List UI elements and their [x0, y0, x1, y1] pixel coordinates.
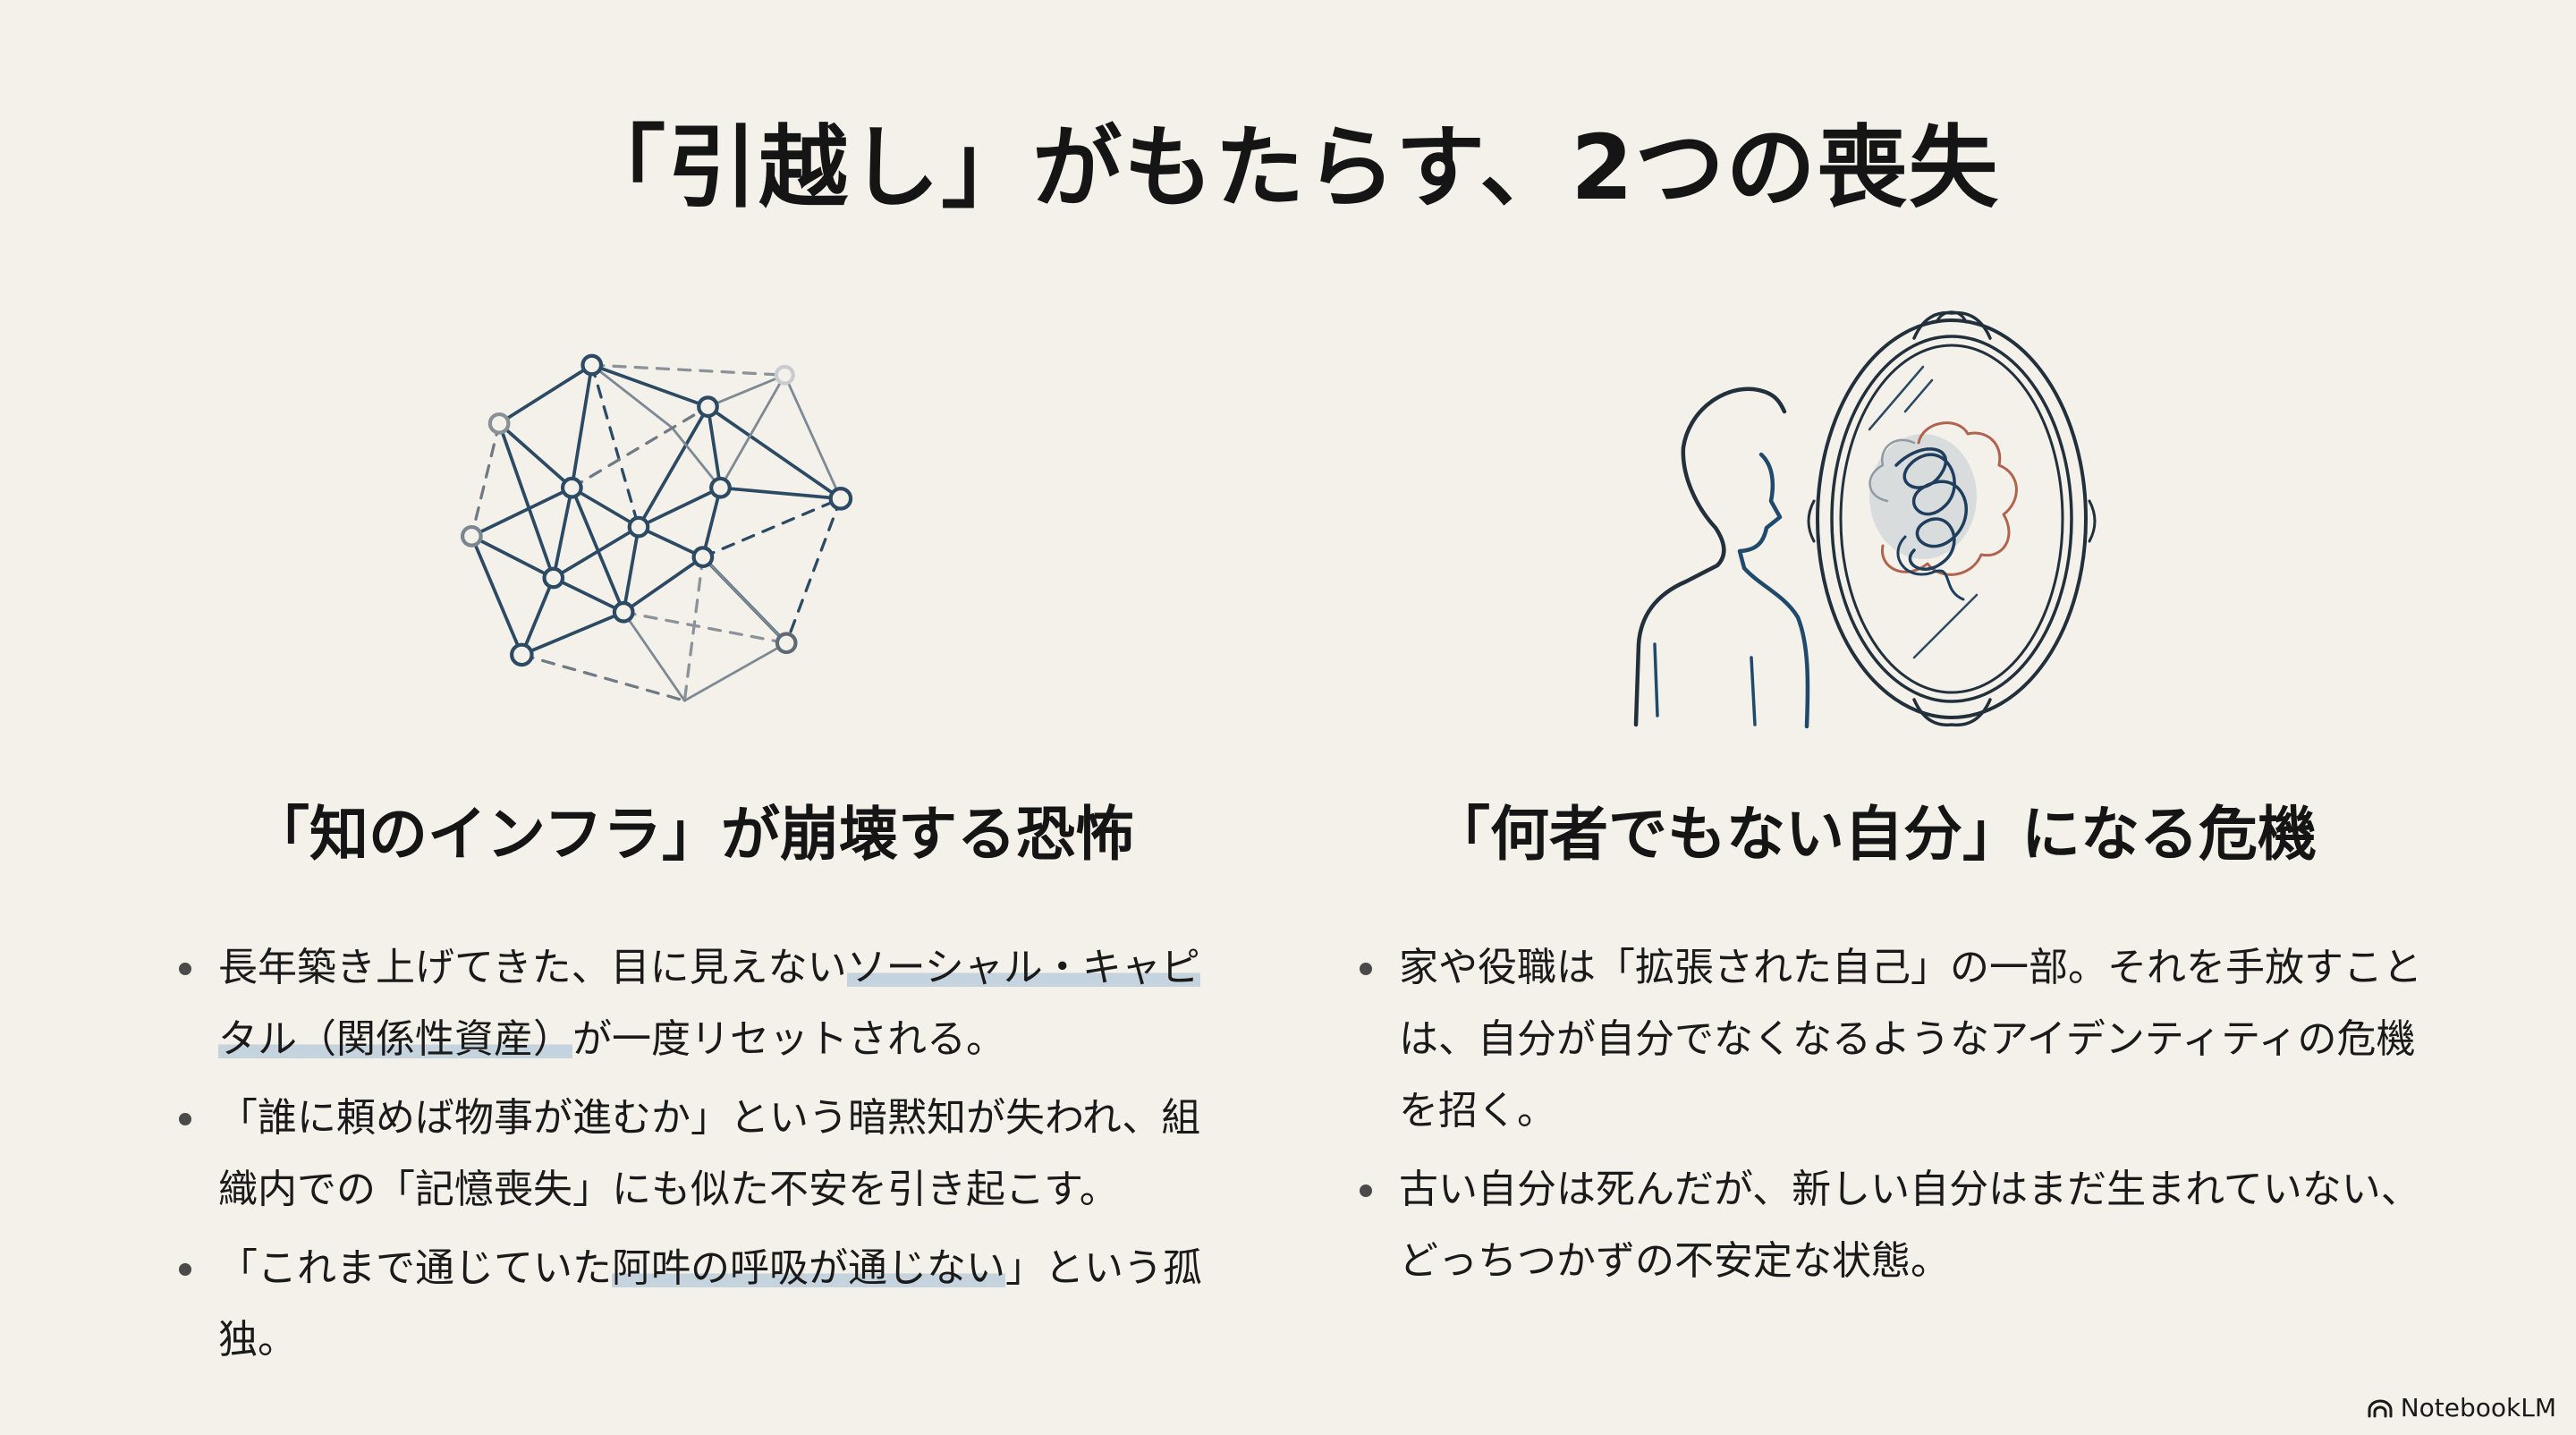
list-item: 長年築き上げてきた、目に見えないソーシャル・キャピタル（関係性資産）が一度リセッ…: [170, 932, 1225, 1075]
bullet-text: 長年築き上げてきた、目に見えない: [218, 945, 847, 990]
bullet-text: が一度リセットされる。: [572, 1016, 1005, 1062]
bullet-dot: [179, 1113, 191, 1125]
list-item: 「これまで通じていた阿吽の呼吸が通じない」という孤独。: [170, 1233, 1225, 1376]
highlighted-text: 阿吽の呼吸が通じない: [612, 1245, 1005, 1291]
list-item: 家や役職は「拡張された自己」の一部。それを手放すことは、自分が自分でなくなるよう…: [1351, 932, 2424, 1147]
bullet-text: 」という孤独。: [218, 1245, 1202, 1363]
bullet-dot: [1360, 1185, 1372, 1197]
notebooklm-watermark: NotebookLM: [2367, 1393, 2556, 1422]
list-item: 古い自分は死んだが、新しい自分はまだ生まれていない、どっちつかずの不安定な状態。: [1351, 1154, 2424, 1297]
bullet-text: 「これまで通じていた: [218, 1245, 612, 1291]
bullet-text: 古い自分は死んだが、新しい自分はまだ生まれていない、どっちつかずの不安定な状態。: [1399, 1167, 2420, 1284]
bullet-text: 「誰に頼めば物事が進むか」という暗黙知が失われ、組織内での「記憶喪失」にも似た不…: [218, 1095, 1201, 1212]
bullet-text: 家や役職は「拡張された自己」の一部。それを手放すことは、自分が自分でなくなるよう…: [1399, 945, 2422, 1134]
left-heading: 「知のインフラ」が崩壊する恐怖: [250, 800, 1135, 869]
left-bullet-list: 長年築き上げてきた、目に見えないソーシャル・キャピタル（関係性資産）が一度リセッ…: [170, 932, 1225, 1383]
list-item: 「誰に頼めば物事が進むか」という暗黙知が失われ、組織内での「記憶喪失」にも似た不…: [170, 1083, 1225, 1226]
right-bullet-list: 家や役職は「拡張された自己」の一部。それを手放すことは、自分が自分でなくなるよう…: [1351, 932, 2424, 1304]
person-mirror-icon: [1633, 310, 2097, 729]
network-graph-icon: [460, 353, 853, 702]
brand-name: NotebookLM: [2400, 1393, 2556, 1422]
slide-title: 「引越し」がもたらす、2つの喪失: [576, 115, 2000, 220]
bullet-dot: [179, 1263, 191, 1276]
bullet-dot: [1360, 963, 1372, 975]
right-heading: 「何者でもない自分」になる危機: [1431, 800, 2317, 869]
notebooklm-logo-icon: [2368, 1399, 2393, 1417]
bullet-dot: [179, 963, 191, 975]
